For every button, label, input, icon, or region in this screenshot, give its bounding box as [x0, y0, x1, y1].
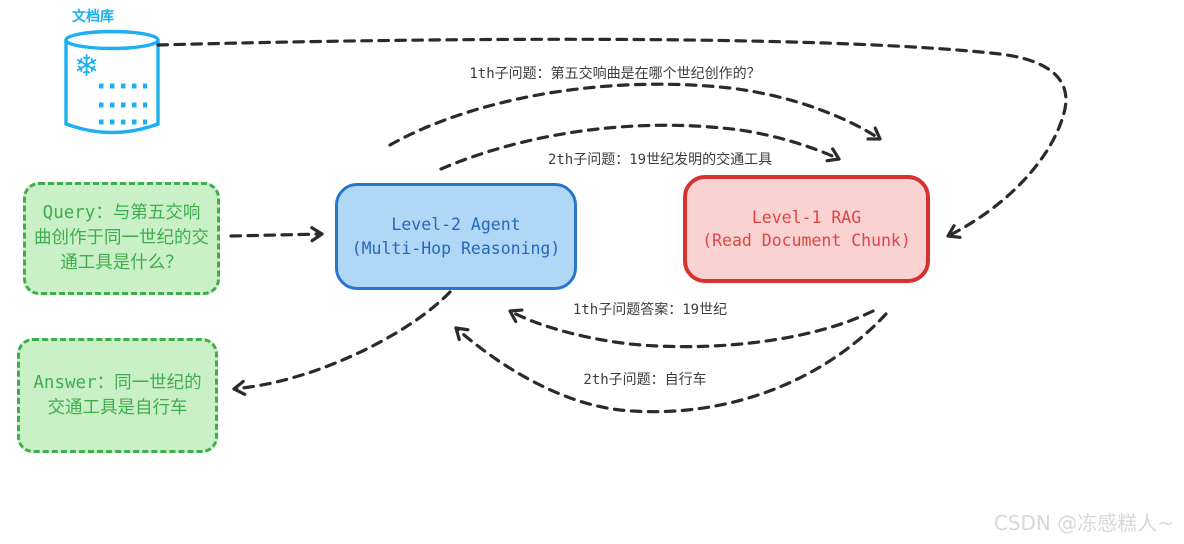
edge-rag-to-agent-ans2	[454, 312, 888, 414]
edge-label-subanswer-1: 1th子问题答案：19世纪	[572, 302, 728, 318]
edge-rag-to-agent-ans1	[508, 308, 875, 349]
query-node[interactable]: Query：与第五交响曲创作于同一世纪的交通工具是什么？	[23, 182, 220, 295]
query-node-text: Query：与第五交响曲创作于同一世纪的交通工具是什么？	[34, 203, 209, 273]
rag-node[interactable]: Level-1 RAG (Read Document Chunk)	[683, 175, 930, 283]
answer-node[interactable]: Answer：同一世纪的交通工具是自行车	[17, 338, 218, 453]
edge-agent-to-answer	[232, 290, 452, 396]
agent-node-title: Level-2 Agent	[391, 215, 521, 235]
agent-node-subtitle: (Multi-Hop Reasoning)	[351, 238, 561, 258]
watermark: CSDN @冻感糕人~	[993, 511, 1174, 535]
edge-query-to-agent	[229, 226, 324, 243]
edge-label-subquestion-2: 2th子问题：19世纪发明的交通工具	[547, 152, 773, 168]
rag-node-subtitle: (Read Document Chunk)	[702, 231, 911, 250]
edge-agent-to-rag-subq2	[439, 123, 841, 171]
edge-label-subquestion-1: 1th子问题：第五交响曲是在哪个世纪创作的？	[469, 66, 761, 82]
snowflake-icon: ❄	[74, 49, 99, 84]
edge-label-subanswer-2: 2th子问题：自行车	[583, 372, 707, 388]
edge-agent-to-rag-subq1	[388, 82, 882, 147]
rag-node-title: Level-1 RAG	[751, 207, 862, 227]
database-label: 文档库	[72, 9, 114, 25]
answer-node-text: Answer：同一世纪的交通工具是自行车	[33, 372, 202, 418]
edge-db-to-rag	[156, 37, 1068, 239]
agent-node[interactable]: Level-2 Agent (Multi-Hop Reasoning)	[335, 183, 577, 290]
database-cylinder-icon	[64, 29, 160, 135]
